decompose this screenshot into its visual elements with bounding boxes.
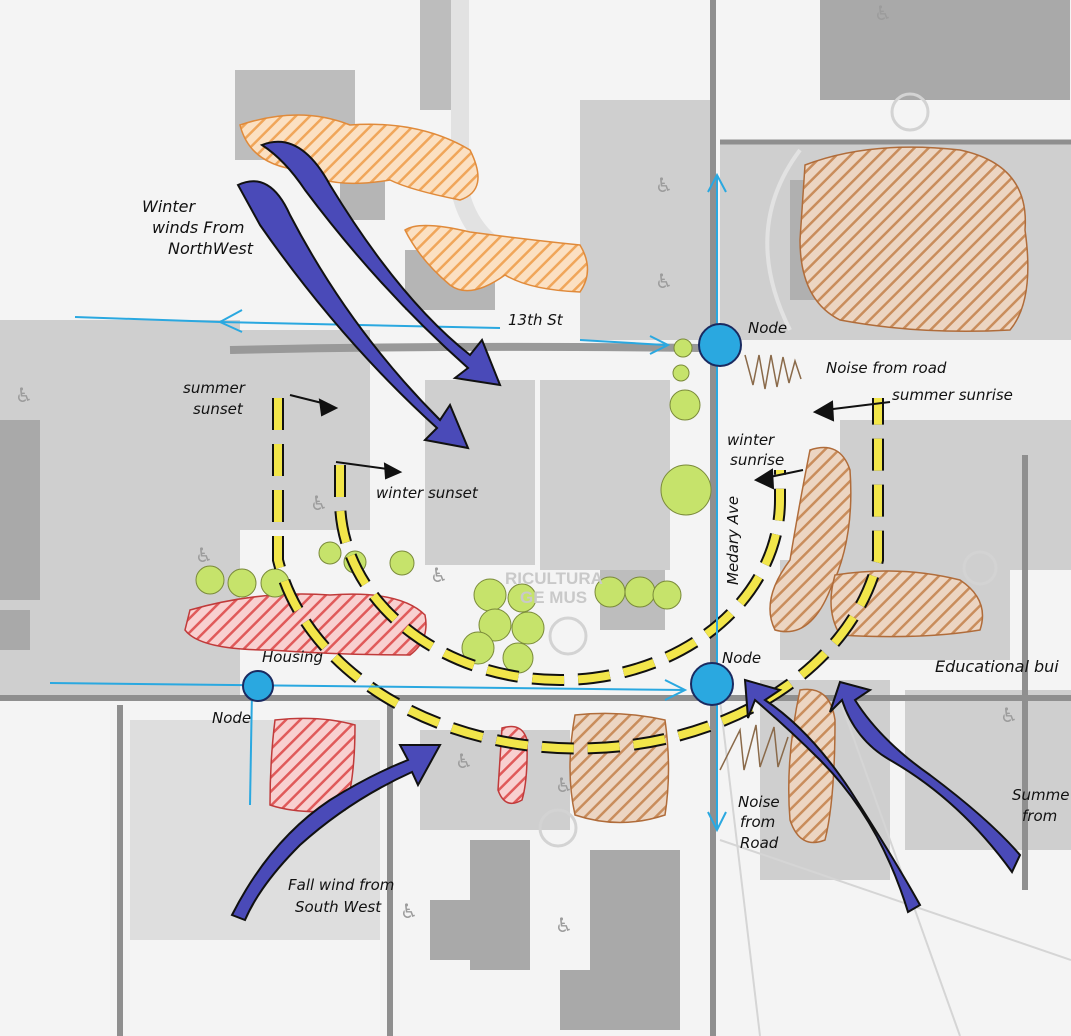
fall-wind-label-2: South West xyxy=(295,898,382,916)
winter-winds-label-1: Winter xyxy=(142,197,197,216)
summer-sunrise-label: summer sunrise xyxy=(892,386,1013,404)
noise-bottom-label-1: Noise xyxy=(738,793,780,811)
annotation-labels: Winter winds From NorthWest 13th St Node… xyxy=(142,197,1069,916)
brown-zones xyxy=(569,146,1029,844)
node-bottom-marker[interactable] xyxy=(690,662,734,706)
sun-path-arcs xyxy=(272,398,884,755)
noise-bottom-label-3: Road xyxy=(740,834,779,852)
node-top-label: Node xyxy=(748,319,787,337)
node-left-marker[interactable] xyxy=(242,670,274,702)
housing-label: Housing xyxy=(262,648,323,666)
svg-text:♿: ♿ xyxy=(655,173,673,197)
summer-from-label-1: Summe xyxy=(1012,786,1069,804)
summer-sunset-label-2: sunset xyxy=(193,400,244,418)
street-label: 13th St xyxy=(508,311,564,329)
sun-direction-arrows xyxy=(289,394,891,490)
winter-sunset-label: winter sunset xyxy=(376,484,479,502)
medary-ave-label: Medary Ave xyxy=(724,496,742,585)
noise-top-label: Noise from road xyxy=(826,359,947,377)
svg-text:♿: ♿ xyxy=(555,913,573,937)
winter-winds-label-3: NorthWest xyxy=(168,239,254,258)
node-left-label: Node xyxy=(212,709,251,727)
summer-sunset-label-1: summer xyxy=(183,379,246,397)
nodes-layer xyxy=(242,323,742,706)
svg-text:♿: ♿ xyxy=(310,491,328,515)
museum-label-line1: RICULTURA xyxy=(505,569,603,588)
fall-wind-label-1: Fall wind from xyxy=(288,876,394,894)
svg-text:♿: ♿ xyxy=(874,1,892,25)
red-zones xyxy=(184,593,528,813)
svg-text:♿: ♿ xyxy=(1000,703,1018,727)
svg-text:♿: ♿ xyxy=(195,543,213,567)
svg-text:♿: ♿ xyxy=(655,269,673,293)
summer-from-label-2: from xyxy=(1022,807,1057,825)
svg-text:♿: ♿ xyxy=(400,899,418,923)
educational-label: Educational bui xyxy=(935,657,1059,676)
trees-layer xyxy=(195,338,712,674)
winter-sunrise-label-1: winter xyxy=(727,431,775,449)
wind-arrows xyxy=(230,140,1022,922)
svg-text:♿: ♿ xyxy=(430,563,448,587)
parking-icons xyxy=(538,92,998,848)
accessible-icons: ♿ ♿ ♿ ♿ ♿ ♿ ♿ ♿ ♿ ♿ ♿ ♿ xyxy=(15,1,1018,937)
noise-bottom-label-2: from xyxy=(740,813,775,831)
winter-winds-label-2: winds From xyxy=(152,218,244,237)
node-top-marker[interactable] xyxy=(698,323,742,367)
winter-sunrise-label-2: sunrise xyxy=(730,451,784,469)
svg-text:♿: ♿ xyxy=(555,773,573,797)
svg-text:♿: ♿ xyxy=(15,383,33,407)
node-bottom-label: Node xyxy=(722,649,761,667)
svg-text:♿: ♿ xyxy=(455,749,473,773)
museum-label-line2: GE MUS xyxy=(520,588,587,607)
orange-zones xyxy=(239,114,589,293)
circulation-lines xyxy=(49,172,727,833)
noise-marks xyxy=(719,354,802,771)
